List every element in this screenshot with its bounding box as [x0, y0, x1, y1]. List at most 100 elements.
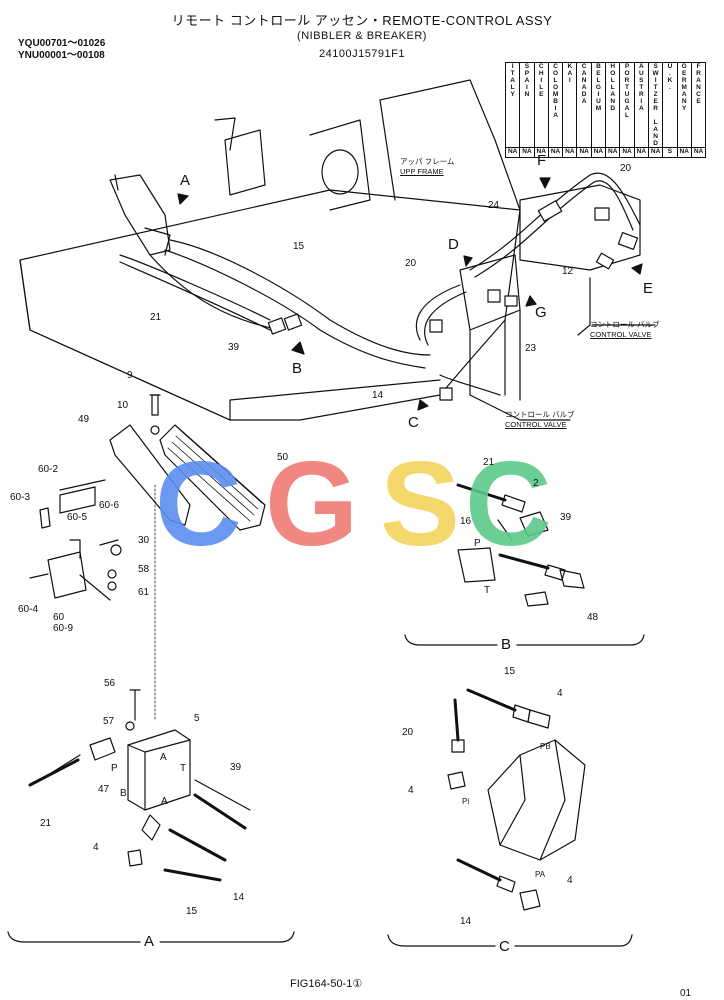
callout-24: 24 — [488, 200, 500, 211]
caption-control-valve-jp-2: コントロール バルブ — [505, 410, 575, 419]
view-label-b: B — [292, 360, 303, 377]
bracket-assembly — [29, 479, 122, 601]
serial-range-2: YNU00001～00108 — [18, 50, 105, 61]
callout-60-2: 60-2 — [38, 464, 59, 475]
callout-4: 4 — [408, 785, 414, 796]
page-number: 01 — [680, 988, 692, 999]
callout-20: 20 — [620, 163, 632, 174]
callout-21: 21 — [483, 457, 495, 468]
callout-39: 39 — [228, 342, 240, 353]
callout-14: 14 — [233, 892, 245, 903]
callout-49: 49 — [78, 414, 90, 425]
callout-56: 56 — [104, 678, 116, 689]
view-label-c: C — [408, 414, 419, 431]
callout-9: 9 — [127, 370, 133, 381]
section-brackets — [7, 634, 645, 947]
figure-number: FIG164-50-1① — [290, 978, 363, 990]
callout-60-9: 60-9 — [53, 623, 74, 634]
fittings-top — [267, 200, 639, 401]
callout-39: 39 — [230, 762, 242, 773]
section-label-a: A — [144, 933, 155, 950]
section-label-b: B — [501, 636, 512, 653]
page-title: リモート コントロール アッセン・REMOTE-CONTROL ASSY — [171, 13, 553, 28]
callout-48: 48 — [587, 612, 599, 623]
port-label: A — [161, 796, 168, 807]
watermark: C G S C — [155, 435, 575, 571]
view-label-a: A — [180, 172, 191, 189]
callout-60-3: 60-3 — [10, 492, 31, 503]
page-subtitle: (NIBBLER & BREAKER) — [297, 30, 427, 42]
callout-14: 14 — [372, 390, 384, 401]
callout-16: 16 — [460, 516, 472, 527]
callout-20: 20 — [402, 727, 414, 738]
pedal-assembly — [109, 394, 266, 721]
callout-14: 14 — [460, 916, 472, 927]
callout-60-4: 60-4 — [18, 604, 39, 615]
remote-control-lever — [109, 174, 171, 256]
caption-upp-frame: UPP FRAME — [400, 167, 444, 176]
view-label-g: G — [535, 304, 547, 321]
detail-a-valve — [28, 689, 251, 882]
view-label-d: D — [448, 236, 459, 253]
control-valve-leader-2 — [469, 394, 571, 421]
section-label-c: C — [499, 938, 510, 955]
caption-control-valve-1: CONTROL VALVE — [590, 330, 652, 339]
watermark-letter: C — [155, 437, 242, 571]
view-arrows — [177, 177, 643, 411]
callout-39: 39 — [560, 512, 572, 523]
detail-c-valve — [447, 688, 586, 911]
port-label: B — [120, 788, 127, 799]
view-label-f: F — [537, 152, 547, 169]
watermark-letter: C — [465, 437, 552, 571]
callout-4: 4 — [557, 688, 563, 699]
callout-10: 10 — [117, 400, 129, 411]
caption-upp-frame-jp: アッパ フレーム — [400, 157, 455, 166]
callout-21: 21 — [40, 818, 52, 829]
port-label: PB — [540, 742, 551, 751]
serial-range-1: YQU00701～01026 — [18, 38, 106, 49]
callout-57: 57 — [103, 716, 115, 727]
callout-50: 50 — [277, 452, 289, 463]
callout-2: 2 — [533, 478, 539, 489]
watermark-letter: G — [265, 437, 359, 571]
port-label: Pi — [462, 797, 470, 806]
caption-control-valve-2: CONTROL VALVE — [505, 420, 567, 429]
country-code-cell: NA — [690, 147, 707, 158]
callout-47: 47 — [98, 784, 110, 795]
callout-4: 4 — [567, 875, 573, 886]
upper-frame — [19, 79, 641, 421]
detail-b-fittings — [456, 483, 585, 607]
callout-58: 58 — [138, 564, 150, 575]
hose-routing — [119, 172, 641, 396]
view-label-e: E — [643, 280, 654, 297]
callout-21: 21 — [150, 312, 162, 323]
port-label: T — [484, 585, 491, 596]
callout-12: 12 — [562, 266, 574, 277]
callout-5: 5 — [194, 713, 200, 724]
watermark-letter: S — [380, 437, 461, 571]
control-valve-leader — [577, 277, 656, 336]
callout-61: 61 — [138, 587, 150, 598]
callout-60-6: 60-6 — [99, 500, 120, 511]
callout-60-5: 60-5 — [67, 512, 88, 523]
port-label: T — [180, 763, 187, 774]
callout-15: 15 — [293, 241, 305, 252]
callout-20: 20 — [405, 258, 417, 269]
port-label: P — [111, 763, 118, 774]
port-label: P — [474, 538, 481, 549]
port-label: A — [160, 752, 167, 763]
callout-15: 15 — [504, 666, 516, 677]
callout-4: 4 — [93, 842, 99, 853]
callout-23: 23 — [525, 343, 537, 354]
caption-control-valve-jp-1: コントロール バルブ — [590, 320, 660, 329]
callout-15: 15 — [186, 906, 198, 917]
callout-30: 30 — [138, 535, 150, 546]
part-number: 24100J15791F1 — [318, 48, 405, 60]
port-label: PA — [535, 870, 546, 879]
